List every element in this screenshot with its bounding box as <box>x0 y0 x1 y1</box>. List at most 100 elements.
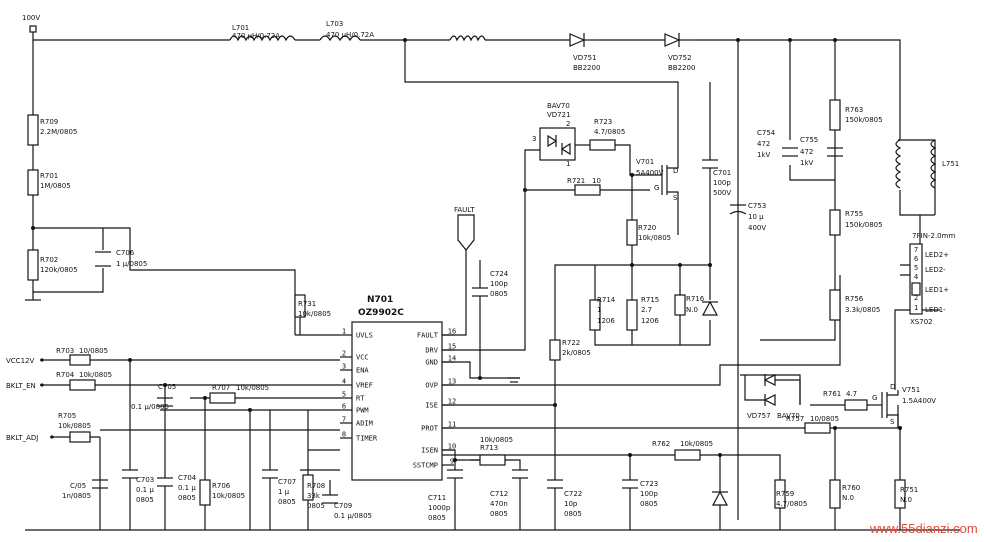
svg-text:100p: 100p <box>640 490 658 498</box>
inductor-unnamed <box>449 35 486 42</box>
resistor-r762: R762 10k/0805 <box>652 440 713 461</box>
svg-text:0805: 0805 <box>278 498 296 506</box>
ic-pin-2-name: VCC <box>356 354 369 362</box>
svg-text:33k: 33k <box>307 492 321 500</box>
svg-text:C722: C722 <box>564 490 582 498</box>
ic-pin-10-number: 10 <box>448 443 456 451</box>
resistor-r723: R723 4.7/0805 <box>589 118 625 151</box>
svg-text:10k/0805: 10k/0805 <box>480 436 513 444</box>
svg-text:500V: 500V <box>713 189 731 197</box>
resistor-r756: R756 3.3k/0805 <box>829 289 880 321</box>
capacitor-c705: C705 0.1 µ/0805 <box>131 383 176 411</box>
svg-text:5: 5 <box>914 264 918 272</box>
resistor-r709: R709 2.2M/0805 <box>27 114 77 146</box>
svg-text:C712: C712 <box>490 490 508 498</box>
svg-text:0805: 0805 <box>564 510 582 518</box>
svg-text:150k/0805: 150k/0805 <box>845 221 883 229</box>
svg-text:LED2+: LED2+ <box>925 251 949 259</box>
resistor-r722: R722 2k/0805 <box>549 339 591 361</box>
svg-text:0805: 0805 <box>178 494 196 502</box>
svg-text:R708: R708 <box>307 482 325 490</box>
ic-pin-9-number: 9 <box>450 458 454 466</box>
svg-text:R701: R701 <box>40 172 58 180</box>
svg-text:C754: C754 <box>757 129 776 137</box>
svg-text:0.1 µ: 0.1 µ <box>178 484 196 492</box>
ic-pin-13-number: 13 <box>448 378 456 386</box>
svg-text:0805: 0805 <box>136 496 154 504</box>
svg-text:L751: L751 <box>942 160 959 168</box>
svg-text:0.1 µ/0805: 0.1 µ/0805 <box>131 403 169 411</box>
inductor-l751: L751 <box>895 139 959 189</box>
svg-text:XS702: XS702 <box>910 318 933 326</box>
ic-pin-13-name: OVP <box>425 382 438 390</box>
svg-text:BAV70: BAV70 <box>547 102 570 110</box>
svg-text:C705: C705 <box>158 383 176 391</box>
resistor-r755: R755 150k/0805 <box>829 209 883 236</box>
resistor-r716: R716 N.0 <box>674 294 705 316</box>
svg-text:R709: R709 <box>40 118 58 126</box>
svg-text:2k/0805: 2k/0805 <box>562 349 591 357</box>
ic-pin-3-name: ENA <box>356 367 369 375</box>
resistor-r701: R701 1M/0805 <box>27 169 71 196</box>
svg-text:N.0: N.0 <box>900 496 912 504</box>
svg-text:10k/0805: 10k/0805 <box>79 371 112 379</box>
svg-text:400V: 400V <box>748 224 766 232</box>
svg-text:R706: R706 <box>212 482 231 490</box>
capacitor-c703: C703 0.1 µ 0805 <box>122 469 154 530</box>
ic-pin-7-number: 7 <box>342 416 346 424</box>
ic-pin-7-name: ADIM <box>356 420 373 428</box>
svg-text:R763: R763 <box>845 106 863 114</box>
svg-text:4.7: 4.7 <box>846 390 857 398</box>
ic-pin-14-name: GND <box>425 359 438 367</box>
svg-text:2.2M/0805: 2.2M/0805 <box>40 128 77 136</box>
ic-pin-4-name: VREF <box>356 382 373 390</box>
diode-pair-bav70: BAV70 VD721 3 2 1 <box>532 102 576 168</box>
svg-text:D: D <box>890 383 895 391</box>
svg-text:C704: C704 <box>178 474 197 482</box>
svg-text:V701: V701 <box>636 158 654 166</box>
capacitor-c-adj: C/05 1n/0805 <box>62 479 108 500</box>
svg-text:C701: C701 <box>713 169 731 177</box>
svg-text:C711: C711 <box>428 494 446 502</box>
svg-text:4.7/0805: 4.7/0805 <box>594 128 625 136</box>
svg-text:S: S <box>890 418 895 426</box>
svg-text:10/0805: 10/0805 <box>79 347 108 355</box>
svg-text:N701: N701 <box>367 295 393 305</box>
capacitor-c723: C723 100p 0805 <box>622 479 658 530</box>
svg-text:R759: R759 <box>776 490 794 498</box>
diode-vd752: VD752 BB2200 <box>664 33 695 72</box>
capacitor-c712: C712 470n 0805 <box>490 469 528 530</box>
ic-pin-12-number: 12 <box>448 398 456 406</box>
svg-text:1000p: 1000p <box>428 504 451 512</box>
svg-text:D: D <box>673 167 678 175</box>
ic-pin-8-name: TIMER <box>356 435 378 443</box>
capacitor-c706: C706 1 µ/0805 <box>95 249 147 268</box>
svg-text:VCC12V: VCC12V <box>6 357 34 365</box>
ic-pin-2-number: 2 <box>342 350 346 358</box>
resistor-r714: R714 1 1206 <box>589 296 616 331</box>
capacitor-c722: C722 10p 0805 <box>547 479 582 530</box>
svg-text:VD757: VD757 <box>747 412 771 420</box>
capacitor-c701: C701 100p 500V <box>702 159 731 200</box>
zener-diode-bottom <box>711 480 729 530</box>
ic-pin-1-name: UVLS <box>356 332 373 340</box>
svg-text:LED2-: LED2- <box>925 266 946 274</box>
svg-text:1 µ: 1 µ <box>278 488 290 496</box>
ic-pin-6-name: PWM <box>356 407 369 415</box>
svg-text:2: 2 <box>914 294 918 302</box>
ic-pin-12-name: ISE <box>425 402 438 410</box>
svg-text:1: 1 <box>597 306 601 314</box>
svg-text:C723: C723 <box>640 480 658 488</box>
resistor-r702: R702 120k/0805 <box>27 249 78 281</box>
svg-text:R716: R716 <box>686 295 705 303</box>
svg-text:C706: C706 <box>116 249 135 257</box>
svg-text:OZ9902C: OZ9902C <box>358 308 404 318</box>
svg-text:1: 1 <box>566 160 570 168</box>
resistor-r703: R703 10/0805 <box>56 347 108 366</box>
svg-text:6: 6 <box>914 255 918 263</box>
svg-text:BAV70: BAV70 <box>777 412 800 420</box>
net-100v: 100V <box>22 14 40 33</box>
capacitor-c704: C704 0.1 µ 0805 <box>157 420 197 530</box>
svg-text:7: 7 <box>914 246 918 254</box>
svg-text:0.1 µ: 0.1 µ <box>136 486 154 494</box>
